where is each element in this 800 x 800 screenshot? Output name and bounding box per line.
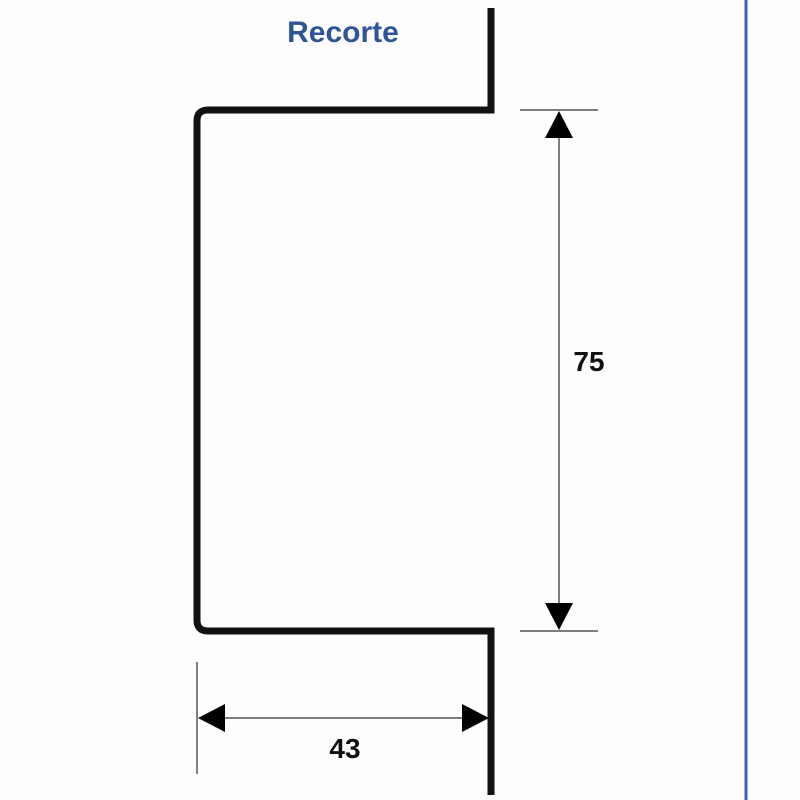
diagram-title: Recorte	[287, 16, 399, 49]
width-arrow-right	[462, 704, 489, 732]
height-dimension: 75	[520, 109, 605, 632]
height-arrow-bottom	[545, 603, 573, 630]
height-dimension-label: 75	[573, 346, 604, 377]
width-dimension: 43	[196, 662, 489, 774]
width-arrow-left	[198, 704, 225, 732]
width-dimension-label: 43	[329, 733, 360, 764]
profile-outline	[193, 8, 495, 795]
height-arrow-top	[545, 111, 573, 138]
